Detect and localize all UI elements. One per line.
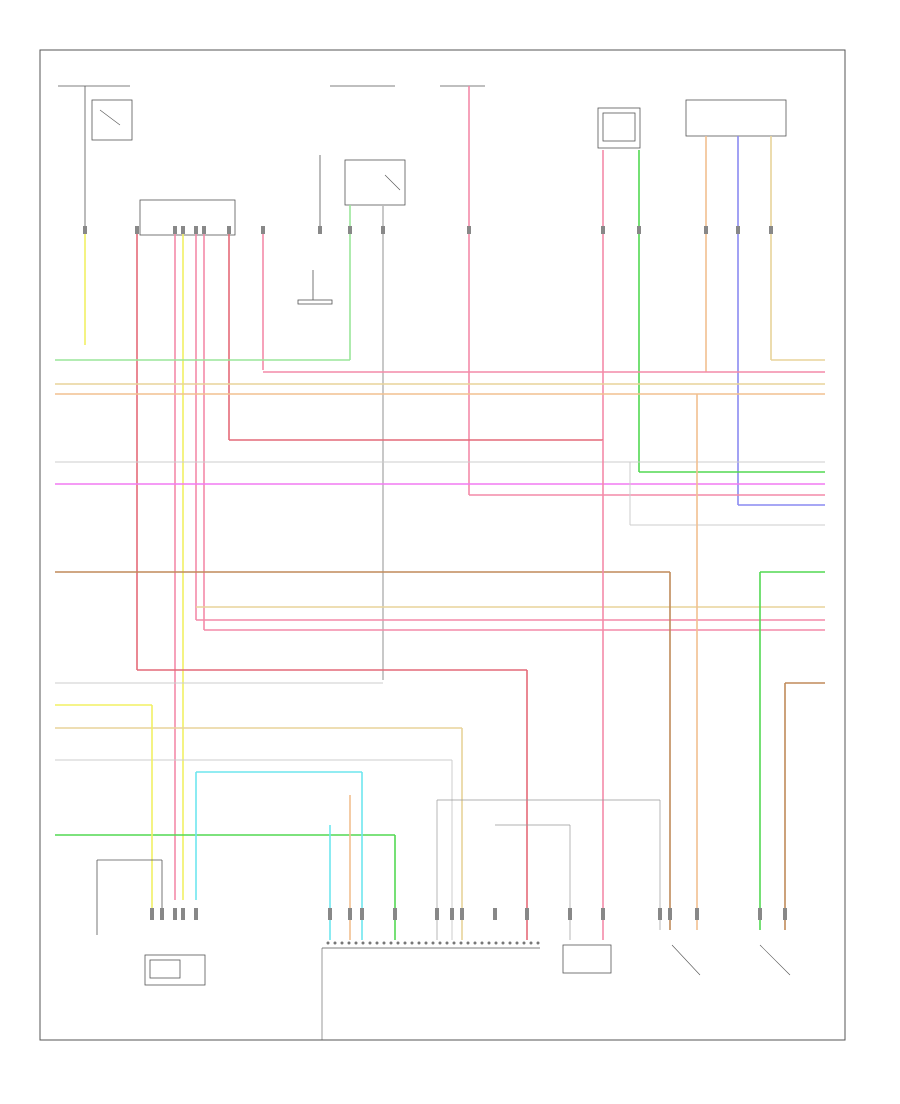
connector-pin-top (637, 226, 641, 234)
connector-pin-top (601, 226, 605, 234)
connector-pin-bottom (360, 908, 364, 920)
connector-strip-pin (396, 941, 400, 945)
connector-pin-bottom (173, 908, 177, 920)
connector-pin-bottom (460, 908, 464, 920)
connector-strip-pin (480, 941, 484, 945)
connector-strip-pin (375, 941, 379, 945)
connector-strip-pin (403, 941, 407, 945)
module-bottom-center (562, 944, 612, 974)
connector-pin-top (227, 226, 231, 234)
connector-pin-top (467, 226, 471, 234)
connector-pin-bottom (150, 908, 154, 920)
connector-pin-bottom (695, 908, 699, 920)
connector-pin-bottom (758, 908, 762, 920)
connector-pin-bottom (181, 908, 185, 920)
connector-pin-bottom (348, 908, 352, 920)
connector-strip-pin (354, 941, 358, 945)
connector-pin-top (381, 226, 385, 234)
connector-pin-bottom (194, 908, 198, 920)
connector-strip-pin (515, 941, 519, 945)
connector-strip-pin (438, 941, 442, 945)
connector-strip-pin (529, 941, 533, 945)
module-bottom-right (671, 944, 791, 976)
connector-strip-pin (417, 941, 421, 945)
harness-horizontal (55, 359, 825, 836)
connector-strip-pin (445, 941, 449, 945)
connector-pin-bottom (450, 908, 454, 920)
connector-strip-pin (361, 941, 365, 945)
sensor-module-top (597, 107, 641, 149)
connector-strip-pin (452, 941, 456, 945)
connector-pin-bottom (668, 908, 672, 920)
connector-strip-pin (473, 941, 477, 945)
connector-pin-bottom (328, 908, 332, 920)
connector-strip-pin (508, 941, 512, 945)
connector-pin-bottom (783, 908, 787, 920)
connector-pin-bottom (525, 908, 529, 920)
connector-pin-top (736, 226, 740, 234)
connector-strip-bottom (321, 947, 540, 1040)
switch-center (319, 155, 406, 230)
connector-pins (83, 226, 787, 945)
seat-module-top-right (685, 99, 787, 137)
connector-strip-pin (501, 941, 505, 945)
connector-pin-top (318, 226, 322, 234)
connector-strip-pin (459, 941, 463, 945)
connector-strip-pin (382, 941, 386, 945)
connector-pin-bottom (601, 908, 605, 920)
connector-pin-top (135, 226, 139, 234)
connector-strip-pin (410, 941, 414, 945)
connector-strip-pin (424, 941, 428, 945)
connector-pin-bottom (393, 908, 397, 920)
connector-strip-pin (389, 941, 393, 945)
connector-pin-top (173, 226, 177, 234)
connector-strip-pin (340, 941, 344, 945)
connector-pin-top (348, 226, 352, 234)
diagram-frame (39, 49, 846, 1041)
relay-block-left (139, 199, 236, 236)
vertical-wires-bottom (96, 394, 786, 940)
connector-pin-bottom (658, 908, 662, 920)
connector-strip-pin (466, 941, 470, 945)
connector-strip-pin (536, 941, 540, 945)
connector-pin-bottom (160, 908, 164, 920)
connector-pin-top (261, 226, 265, 234)
connector-pin-bottom (435, 908, 439, 920)
switch-left (84, 86, 133, 230)
connector-pin-top (194, 226, 198, 234)
module-bottom-left (144, 954, 206, 986)
connector-strip-pin (368, 941, 372, 945)
connector-strip-pin (494, 941, 498, 945)
connector-strip-pin (333, 941, 337, 945)
connector-pin-bottom (568, 908, 572, 920)
connector-strip-pin (431, 941, 435, 945)
vertical-wires-top (84, 86, 772, 900)
connector-strip-pin (347, 941, 351, 945)
connector-pin-bottom (493, 908, 497, 920)
connector-strip-pin (522, 941, 526, 945)
connector-pin-top (83, 226, 87, 234)
connector-strip-pin (326, 941, 330, 945)
connector-pin-top (202, 226, 206, 234)
connector-pin-top (769, 226, 773, 234)
connector-pin-top (181, 226, 185, 234)
ground-center (297, 270, 333, 305)
connector-pin-top (704, 226, 708, 234)
connector-strip-pin (487, 941, 491, 945)
